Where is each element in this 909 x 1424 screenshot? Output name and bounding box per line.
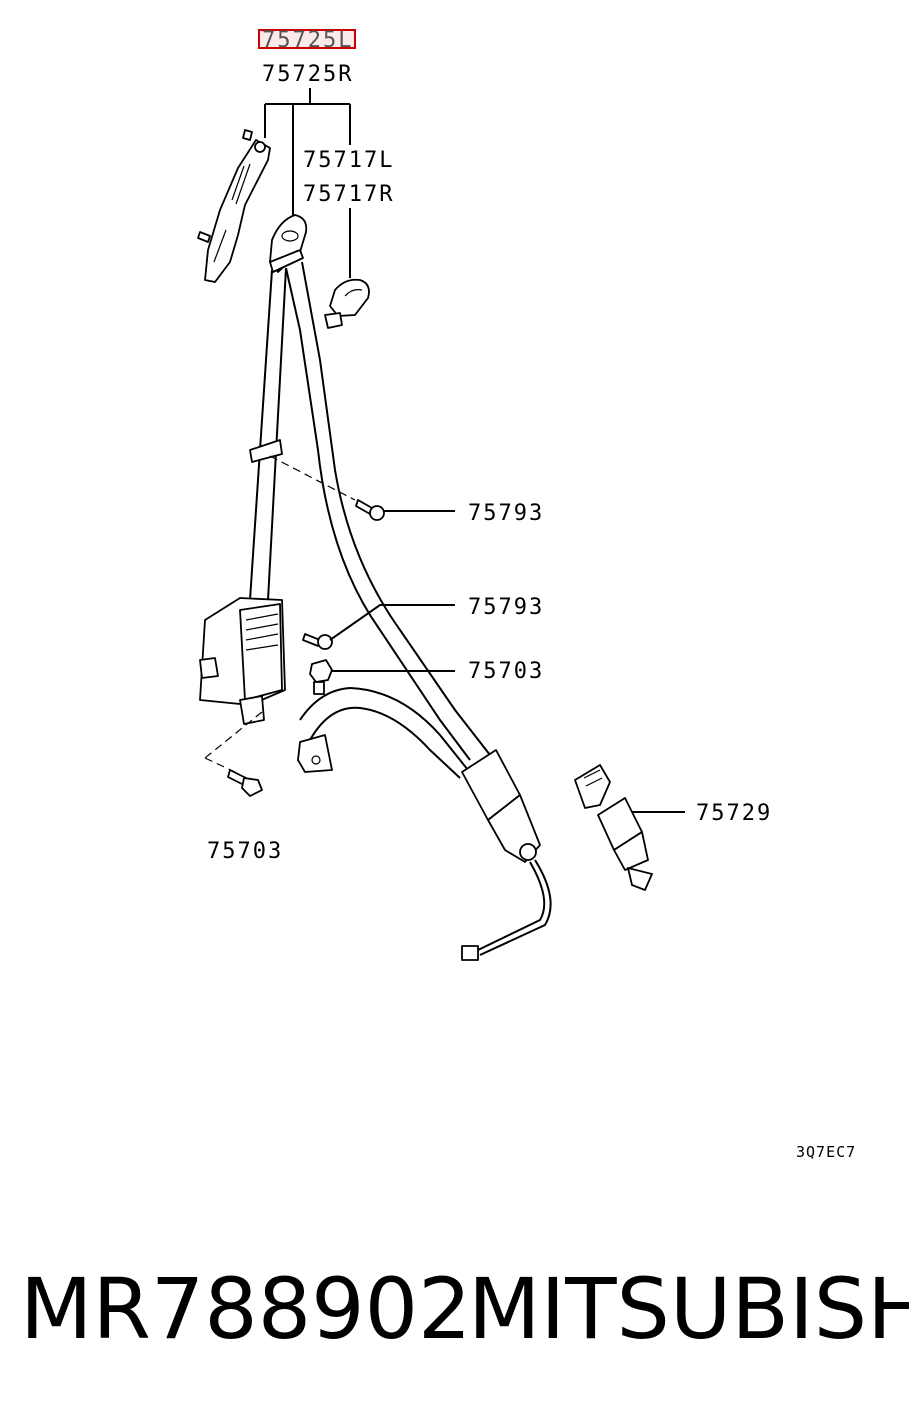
upper-anchor-bracket (197, 129, 271, 283)
anchor-cover-part (324, 278, 370, 329)
retractor-unit (199, 597, 286, 773)
highlight-box (258, 29, 356, 49)
callout-75725r[interactable]: 75725R (262, 62, 353, 87)
shoulder-anchor (269, 214, 308, 273)
part-number: MR788902 (20, 1260, 472, 1358)
callout-75793-upper[interactable]: 75793 (468, 501, 544, 526)
belt-webbing (249, 261, 491, 779)
bolt-75703-lower (227, 769, 263, 797)
lap-anchor-plate (297, 734, 333, 773)
bolt-75793-upper (355, 499, 455, 521)
webbing-guide-clip (249, 439, 356, 501)
bolt-75703-anchor (309, 659, 455, 695)
buckle-assy (574, 764, 685, 891)
callout-75729[interactable]: 75729 (696, 801, 772, 826)
callout-75793-middle[interactable]: 75793 (468, 595, 544, 620)
drawing-code: 3Q7EC7 (796, 1143, 856, 1161)
callout-75703-anchor[interactable]: 75703 (468, 659, 544, 684)
bolt-75793-middle (302, 604, 455, 650)
leader-lines-top (264, 88, 351, 278)
callout-75725l[interactable]: 75725L (262, 28, 353, 53)
callout-75717r[interactable]: 75717R (303, 182, 394, 207)
tongue-and-stalk (461, 749, 552, 961)
callout-75703-lower[interactable]: 75703 (207, 839, 283, 864)
callout-75717l[interactable]: 75717L (303, 148, 394, 173)
brand-name: MITSUBISHI (468, 1260, 909, 1358)
